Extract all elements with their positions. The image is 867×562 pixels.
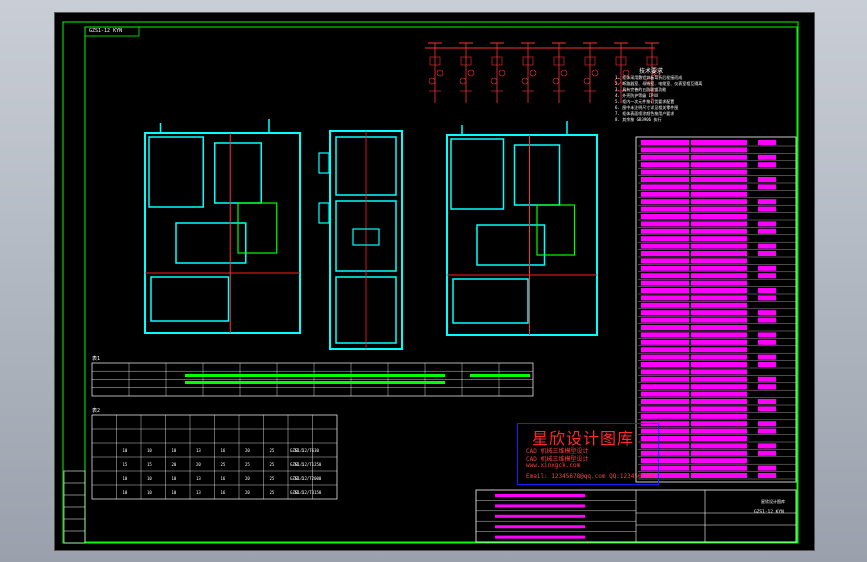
outer-frame: [62, 21, 799, 544]
table-2-cell: 10: [123, 476, 128, 481]
table-2-cell: GZS1-12/T630: [290, 448, 319, 453]
table-2-cell: 31.5: [294, 462, 304, 467]
table-2-cell: GZS1-12/T1250: [290, 462, 322, 467]
table-2-cell: GZS1-12/T2000: [290, 476, 322, 481]
watermark-line-1: CAD 机械三维模型设计: [526, 448, 589, 455]
table-2-cell: 31.5: [294, 448, 304, 453]
cabinet-side-view-right: [446, 121, 598, 336]
parts-list-table: [635, 136, 797, 483]
watermark-box: 星欣设计图库 CAD 机械三维模型设计 CAD 机械三维模型设计 www.xin…: [517, 423, 659, 485]
corner-tag-box: [84, 26, 140, 37]
table-1-label: 表1: [92, 356, 101, 362]
table-2-cell: 13: [196, 476, 201, 481]
side-stamp: [63, 470, 86, 544]
table-2-cell: 25: [221, 462, 226, 467]
watermark-title: 星欣设计图库: [532, 429, 635, 448]
table-2-label: 表2: [92, 408, 101, 414]
note-line: 5. 柜内一次元件按订货要求配置: [615, 99, 675, 104]
table-2-cell: 25: [270, 476, 275, 481]
corner-tag-text: GZS1-12 KYN: [89, 28, 123, 34]
table-2-cell: 25: [270, 448, 275, 453]
table-2-cell: 10: [172, 448, 177, 453]
table-2-cell: 15: [147, 462, 152, 467]
note-line: 6. 图中未注明尺寸详见相关零件图: [615, 105, 679, 110]
table-2-cell: 10: [147, 490, 152, 495]
watermark-email: Email: 12345678@qq.com QQ:1234567890: [526, 473, 657, 480]
table-2-cell: 16: [221, 490, 226, 495]
table-2-cell: 10: [123, 448, 128, 453]
cabinet-side-view-left: [144, 119, 301, 334]
title-block-drawing-no: GZS1-12 KYN: [754, 510, 784, 515]
title-block-company: 星欣设计图库: [761, 499, 785, 504]
single-line-diagram: [425, 42, 661, 103]
cabinet-front-view: [318, 130, 403, 350]
table-2-cell: 10: [147, 476, 152, 481]
note-line: 1. 柜体采用敷铝锌板弯折后栓接而成: [615, 75, 683, 80]
table-2-cell: GZS1-12/T3150: [290, 490, 322, 495]
note-line: 8. 其余按 GB3906 执行: [615, 117, 662, 122]
table-2-cell: 20: [196, 462, 201, 467]
watermark-line-2: CAD 机械三维模型设计: [526, 456, 589, 463]
note-line: 4. 外壳防护等级 IP4X: [615, 93, 659, 98]
table-2-cell: 31.5: [294, 476, 304, 481]
table-1: [91, 362, 534, 397]
table-2-cell: 10: [172, 490, 177, 495]
table-2-cell: 20: [245, 490, 250, 495]
table-2-cell: 10: [172, 476, 177, 481]
note-line: 2. 断路器室、母线室、电缆室、仪表室相互隔离: [615, 81, 703, 86]
table-2-cell: 25: [270, 462, 275, 467]
table-2-cell: 13: [196, 490, 201, 495]
table-2-cell: 10: [123, 490, 128, 495]
table-2-cell: 25: [270, 490, 275, 495]
table-2-cell: 16: [221, 476, 226, 481]
table-2-cell: 25: [245, 462, 250, 467]
table-2-cell: 15: [123, 462, 128, 467]
table-2-cell: 10: [147, 448, 152, 453]
note-line: 7. 柜体表面喷涂颜色按用户要求: [615, 111, 675, 116]
title-block: [475, 489, 797, 543]
table-2-cell: 20: [172, 462, 177, 467]
notes-heading: 技术要求: [639, 68, 664, 75]
inner-frame: [84, 26, 798, 543]
watermark-url: www.xinxgck.com: [526, 462, 581, 469]
note-line: 3. 具有完善的五防联锁功能: [615, 87, 667, 92]
table-2-cell: 20: [245, 476, 250, 481]
table-2-cell: 13: [196, 448, 201, 453]
table-2-cell: 16: [221, 448, 226, 453]
table-2-cell: 31.5: [294, 490, 304, 495]
table-2-cell: 20: [245, 448, 250, 453]
